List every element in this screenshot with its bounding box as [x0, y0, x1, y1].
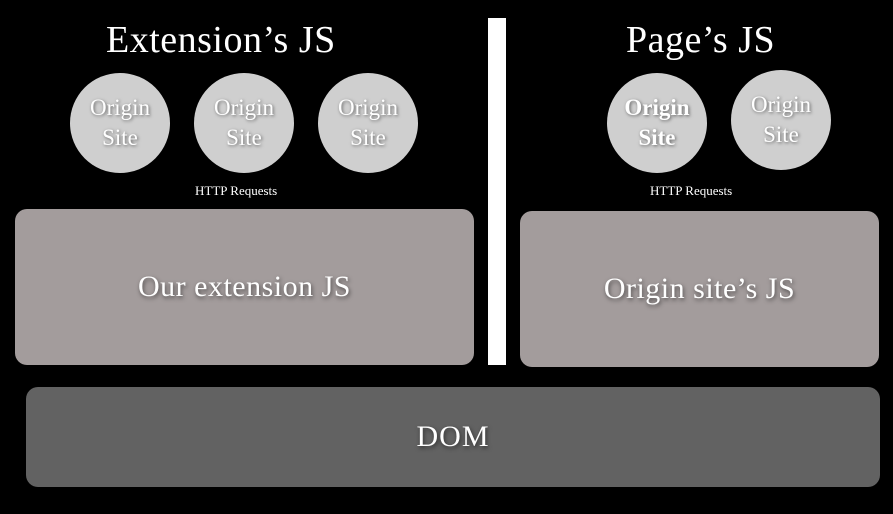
dom-label: DOM: [416, 420, 490, 453]
page-js-title: Page’s JS: [626, 19, 776, 61]
extension-js-box-label: Our extension JS: [138, 270, 351, 303]
extension-js-title: Extension’s JS: [106, 19, 336, 61]
extension-js-box: Our extension JS: [15, 209, 474, 365]
http-requests-label: HTTP Requests: [650, 183, 733, 198]
http-requests-label: HTTP Requests: [195, 183, 278, 198]
origin-site-js-box-label: Origin site’s JS: [603, 272, 796, 305]
separator-bar: [488, 18, 506, 365]
origin-site-js-box: Origin site’s JS: [520, 211, 879, 367]
dom-box: DOM: [26, 387, 880, 487]
